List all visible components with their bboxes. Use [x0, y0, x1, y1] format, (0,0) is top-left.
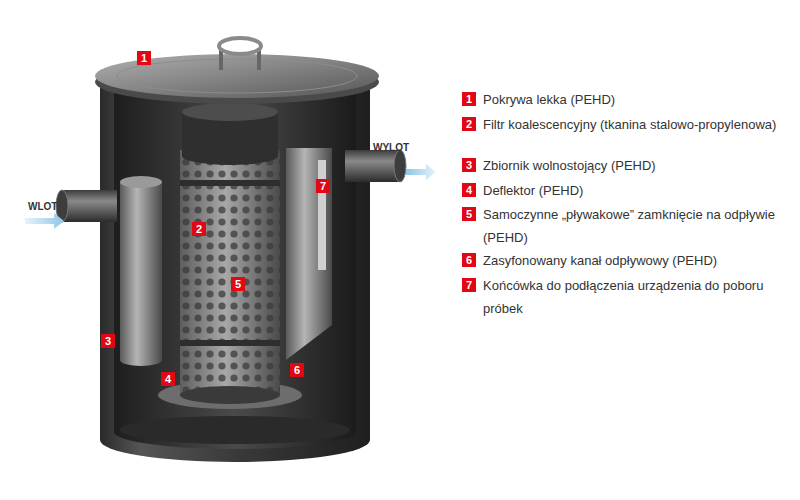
callout-number: 7 [316, 179, 330, 193]
part-description: Zbiornik wolnostojący (PEHD) [483, 154, 783, 177]
part-description: Samoczynne „pływakowe” zamknięcie na odp… [483, 203, 783, 249]
callout-number: 1 [462, 92, 476, 106]
callout-number: 5 [462, 207, 476, 221]
part-description: Końcówka do podłączenia urządzenia do po… [483, 274, 783, 320]
callout-number: 2 [192, 222, 206, 236]
part-description: Zasyfonowany kanał odpływowy (PEHD) [483, 249, 783, 272]
callout-number: 3 [101, 334, 115, 348]
callout-number: 3 [462, 158, 476, 172]
callout-number: 4 [161, 372, 175, 386]
flow-label: WLOT [28, 201, 57, 212]
callout-number: 7 [462, 278, 476, 292]
callout-number: 6 [290, 363, 304, 377]
callout-number: 2 [462, 117, 476, 131]
flow-label: WYLOT [373, 142, 409, 153]
part-description: Deflektor (PEHD) [483, 179, 783, 202]
callout-number: 1 [137, 51, 151, 65]
callout-number: 6 [462, 253, 476, 267]
part-description: Pokrywa lekka (PEHD) [483, 88, 783, 111]
callout-number: 4 [462, 183, 476, 197]
part-description: Filtr koalescencyjny (tkanina stalowo-pr… [483, 113, 783, 136]
callout-number: 5 [231, 277, 245, 291]
